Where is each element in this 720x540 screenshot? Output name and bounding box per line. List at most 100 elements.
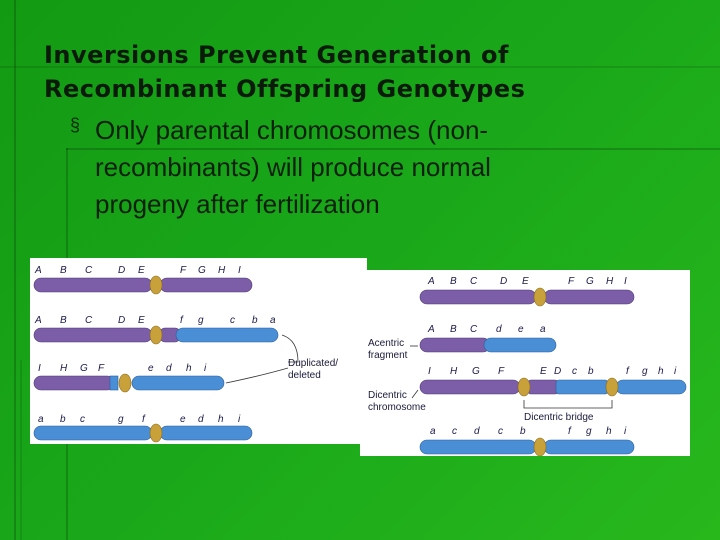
gene-label: b [520, 426, 526, 437]
gene-label: D [554, 366, 561, 377]
right-row-1: A B C D E F G H I [419, 276, 635, 307]
blue-chromatid-arm [615, 379, 687, 395]
blue-chromatid-segment [555, 379, 609, 395]
gene-label: h [606, 426, 612, 437]
purple-chromatid-arm [419, 379, 521, 395]
purple-chromatid-arm [159, 277, 253, 293]
bullet-line-2: recombinants) will produce normal [95, 152, 491, 182]
decorative-rule [20, 360, 22, 540]
centromere [149, 275, 163, 295]
gene-label: G [586, 276, 594, 287]
right-row-3: I H G F E D c b f g h i Dicentric chromo… [368, 366, 687, 423]
gene-label: d [198, 414, 204, 425]
gene-label: f [142, 414, 146, 425]
centromere [533, 287, 547, 307]
gene-label: c [452, 426, 457, 437]
gene-label: B [450, 276, 457, 287]
title-line-1: Inversions Prevent Generation of [44, 41, 509, 69]
gene-label: C [470, 276, 478, 287]
blue-chromatid-segment [109, 375, 119, 391]
centromere [149, 325, 163, 345]
gene-label: F [498, 366, 505, 377]
left-chromosome-diagram: A B C D E F G H I A B C D E f g c b a [33, 265, 338, 443]
gene-label: H [218, 265, 226, 276]
gene-label: B [60, 315, 67, 326]
gene-label: I [238, 265, 241, 276]
gene-label: F [568, 276, 575, 287]
gene-label: G [472, 366, 480, 377]
gene-label: A [427, 276, 435, 287]
callout-leader-line [281, 334, 299, 363]
gene-label: H [606, 276, 614, 287]
left-row-3: I H G F e d h i [33, 363, 225, 393]
blue-chromatid-arm [175, 327, 279, 343]
slide-title: Inversions Prevent Generation of Recombi… [44, 38, 704, 106]
callout-label: Duplicated/ [288, 358, 338, 369]
acentric-label: Acentric [368, 338, 404, 349]
blue-chromatid-arm [131, 375, 225, 391]
gene-label: h [186, 363, 192, 374]
blue-chromatid-arm [159, 425, 253, 441]
gene-label: E [540, 366, 547, 377]
gene-label: c [498, 426, 503, 437]
bullet-marker: § [70, 115, 81, 135]
bullet-text: Only parental chromosomes (non- recombin… [95, 112, 635, 223]
dicentric-label: chromosome [368, 402, 426, 413]
purple-chromatid-arm [419, 289, 537, 305]
gene-label: C [85, 315, 93, 326]
centromere [533, 437, 547, 457]
gene-label: e [148, 363, 154, 374]
gene-label: f [568, 426, 572, 437]
callout-leader-line [225, 367, 289, 384]
gene-label: c [80, 414, 85, 425]
gene-label: d [474, 426, 480, 437]
gene-label: I [38, 363, 41, 374]
gene-label: c [230, 315, 235, 326]
decorative-rule [14, 0, 16, 540]
blue-chromatid-arm [543, 439, 635, 455]
blue-chromatid-arm [483, 337, 557, 353]
dicentric-label: Dicentric [368, 390, 407, 401]
right-figure-panel: A B C D E F G H I A B C d e a Acentric f… [360, 270, 690, 457]
gene-label: i [624, 426, 627, 437]
gene-label: D [118, 265, 125, 276]
gene-label: E [138, 265, 145, 276]
purple-chromatid-arm [33, 277, 153, 293]
gene-label: A [34, 265, 42, 276]
gene-label: D [500, 276, 507, 287]
centromere [149, 423, 163, 443]
purple-chromatid-arm [543, 289, 635, 305]
gene-label: H [60, 363, 68, 374]
purple-chromatid-segment [527, 379, 559, 395]
gene-label: h [218, 414, 224, 425]
right-row-2: A B C d e a Acentric fragment [368, 324, 557, 361]
gene-label: g [198, 315, 204, 326]
gene-label: H [450, 366, 458, 377]
gene-label: g [642, 366, 648, 377]
gene-label: i [238, 414, 241, 425]
gene-label: E [138, 315, 145, 326]
gene-label: f [626, 366, 630, 377]
gene-label: i [674, 366, 677, 377]
centromere [605, 377, 619, 397]
gene-label: E [522, 276, 529, 287]
gene-label: e [518, 324, 524, 335]
dicentric-bridge-bracket [523, 400, 613, 409]
gene-label: A [427, 324, 435, 335]
blue-chromatid-arm [33, 425, 153, 441]
gene-label: c [572, 366, 577, 377]
dicentric-bridge-label: Dicentric bridge [524, 412, 594, 423]
gene-label: B [60, 265, 67, 276]
centromere [118, 373, 132, 393]
blue-chromatid-arm [419, 439, 537, 455]
dicentric-leader-line [411, 389, 419, 399]
gene-label: b [252, 315, 258, 326]
right-chromosome-diagram: A B C D E F G H I A B C d e a Acentric f… [368, 276, 687, 457]
decorative-rule [0, 66, 720, 68]
gene-label: a [270, 315, 276, 326]
gene-label: a [540, 324, 546, 335]
left-row-1: A B C D E F G H I [33, 265, 253, 295]
gene-label: g [586, 426, 592, 437]
gene-label: b [588, 366, 594, 377]
gene-label: F [98, 363, 105, 374]
